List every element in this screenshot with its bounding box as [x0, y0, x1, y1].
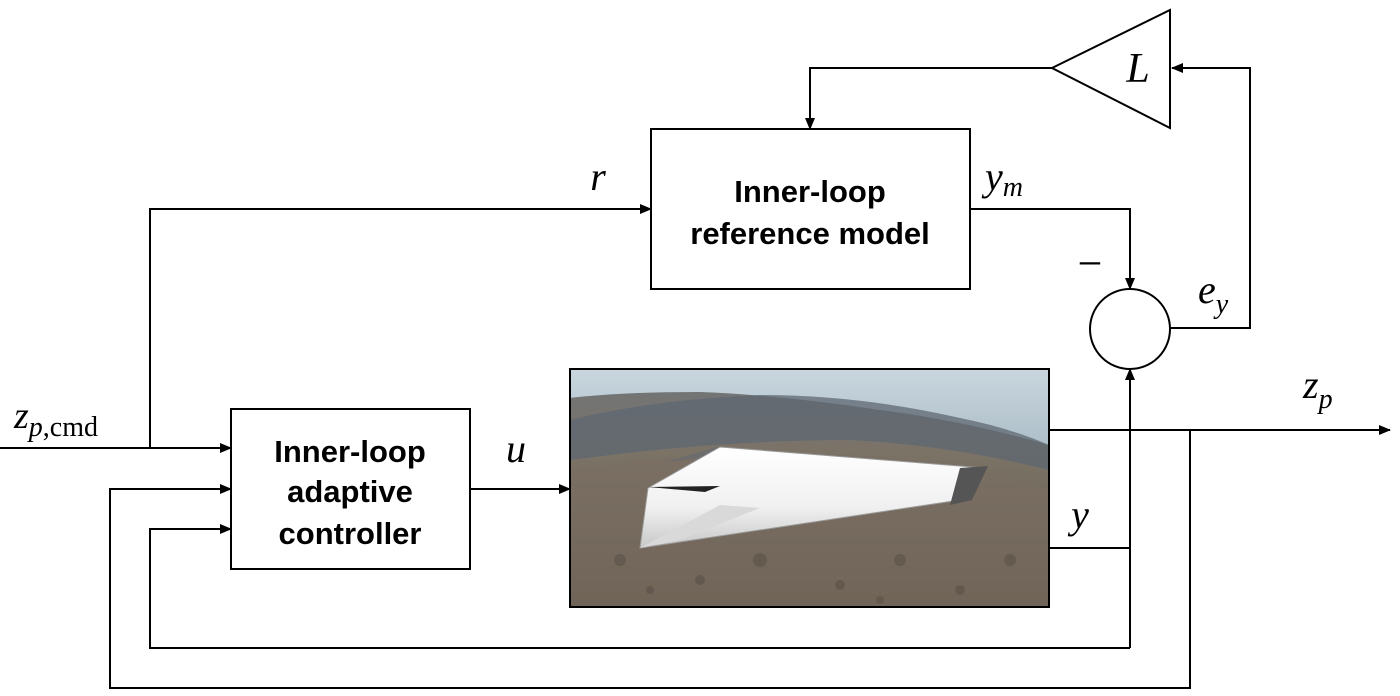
wire-r-to-reference-model	[149, 204, 652, 448]
signal-zp-base: z	[1302, 362, 1319, 407]
signal-ym-sub: m	[1003, 172, 1023, 203]
signal-zp-sub: p	[1317, 384, 1333, 415]
signal-r-label: r	[590, 154, 606, 199]
gain-triangle	[1049, 8, 1171, 130]
reference-model-label-line2: reference model	[690, 216, 930, 251]
reference-model-block	[650, 128, 971, 290]
signal-zpcmd-sub-italic: p	[27, 412, 43, 443]
signal-ey-sub: y	[1213, 289, 1229, 320]
reference-model-label-line1: Inner-loop	[734, 174, 886, 209]
summing-junction	[1089, 288, 1171, 370]
controller-block	[230, 408, 471, 570]
wire-ey-to-gain	[1170, 63, 1251, 329]
wire-zp-feedback	[109, 430, 1191, 689]
plant-block	[569, 368, 1050, 608]
signal-y-label: y	[1067, 492, 1089, 537]
signal-zpcmd-base: z	[13, 395, 29, 437]
signal-zp-label: zp	[1302, 362, 1333, 415]
minus-sign: −	[1078, 239, 1103, 288]
signal-ey-label: ey	[1198, 267, 1229, 320]
hypersonic-aircraft-photo-icon	[570, 369, 1049, 607]
signal-u-label: u	[506, 426, 526, 471]
wire-ym-to-sum	[970, 208, 1135, 290]
signal-zpcmd-label: zp,cmd	[13, 395, 98, 443]
gain-label: L	[1125, 46, 1149, 92]
wire-y-feedback	[149, 524, 1130, 649]
signal-ey-base: e	[1198, 267, 1216, 312]
controller-label-line2: adaptive	[287, 474, 413, 509]
wire-gain-to-reference-model	[805, 67, 1052, 130]
controller-label-line3: controller	[279, 516, 422, 551]
controller-label-line1: Inner-loop	[274, 434, 426, 469]
signal-zpcmd-sub-rest: ,cmd	[43, 412, 98, 443]
signal-ym-label: ym	[981, 154, 1023, 203]
signal-ym-base: y	[981, 154, 1003, 199]
